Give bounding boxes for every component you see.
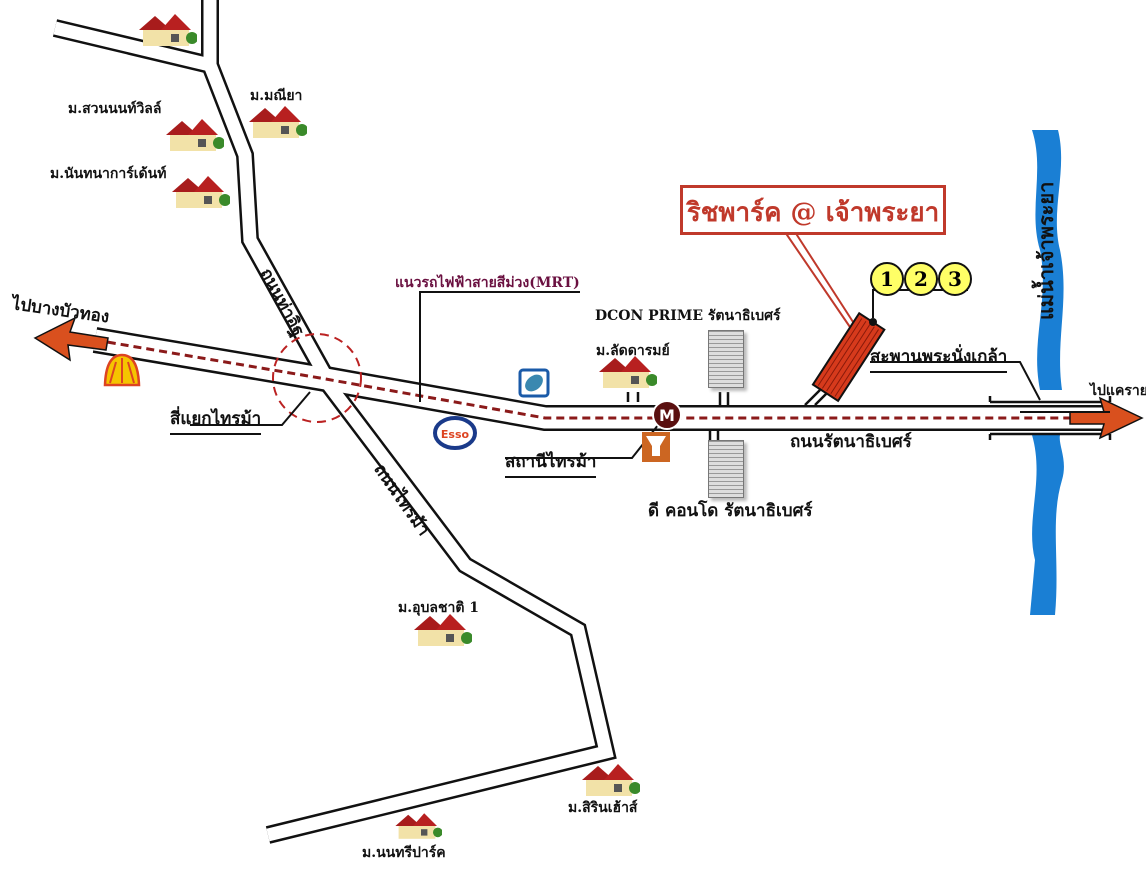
building-badge-2: 2 (904, 262, 938, 296)
station-symbol: M (659, 406, 675, 425)
dcon-prime-label: DCON PRIME รัตนาธิเบศร์ (595, 308, 781, 324)
arrow-west (33, 316, 109, 362)
building-badge-1: 1 (870, 262, 904, 296)
house-icon (139, 14, 197, 46)
village-maneeya-label: ม.มณียา (250, 88, 303, 104)
intersection-label: สี่แยกไทรม้า (170, 405, 262, 435)
village-ladda-label: ม.ลัดดารมย์ (596, 343, 670, 359)
house-icon (172, 176, 230, 208)
mrt-line-label: แนวรถไฟฟ้าสายสีม่วง(MRT) (395, 275, 580, 291)
dcondo-building-icon (708, 440, 744, 498)
river-label: แม่น้ำเจ้าพระยา (1034, 181, 1058, 320)
village-sirin-label: ม.สิรินเฮ้าส์ (568, 800, 638, 816)
river-south (1030, 435, 1064, 615)
river-north (1032, 130, 1064, 390)
village-nantana-label: ม.นันทนาการ์เด้นท์ (50, 166, 167, 182)
village-ubonchat-label: ม.อุบลชาติ 1 (398, 600, 480, 616)
house-icon (395, 813, 442, 839)
mrt-station-icon[interactable] (652, 400, 682, 430)
mrt-line (94, 338, 1112, 420)
arrow-east (1069, 396, 1144, 440)
project-callout[interactable]: ริชพาร์ค @ เจ้าพระยา (680, 185, 946, 235)
bridge-label: สะพานพระนั่งเกล้า (870, 343, 1008, 373)
village-suan-nonthaville-label: ม.สวนนนท์วิลล์ (68, 101, 162, 117)
isuzu-logo-icon (642, 432, 670, 462)
intersection-circle (272, 333, 362, 423)
esso-text: Esso (441, 428, 470, 441)
road-rattanathibet-label: ถนนรัตนาธิเบศร์ (790, 432, 912, 452)
callout-pointer (784, 231, 856, 331)
esso-logo-icon (433, 416, 477, 450)
ptt-logo-icon (518, 368, 550, 398)
shell-logo-icon (103, 353, 141, 387)
village-nonthree-label: ม.นนทรีปาร์ค (362, 845, 446, 861)
house-icon (166, 119, 224, 151)
house-icon (414, 614, 472, 646)
house-icon (249, 106, 307, 138)
direction-east-label: ไปแคราย (1090, 383, 1146, 399)
dcon-prime-building-icon (708, 330, 744, 388)
house-icon (599, 356, 657, 388)
station-label: สถานีไทรม้า (505, 448, 597, 478)
house-icon (582, 764, 640, 796)
dcondo-label: ดี คอนโด รัตนาธิเบศร์ (648, 501, 813, 521)
bridge-lines (988, 396, 1112, 440)
building-badge-3: 3 (938, 262, 972, 296)
